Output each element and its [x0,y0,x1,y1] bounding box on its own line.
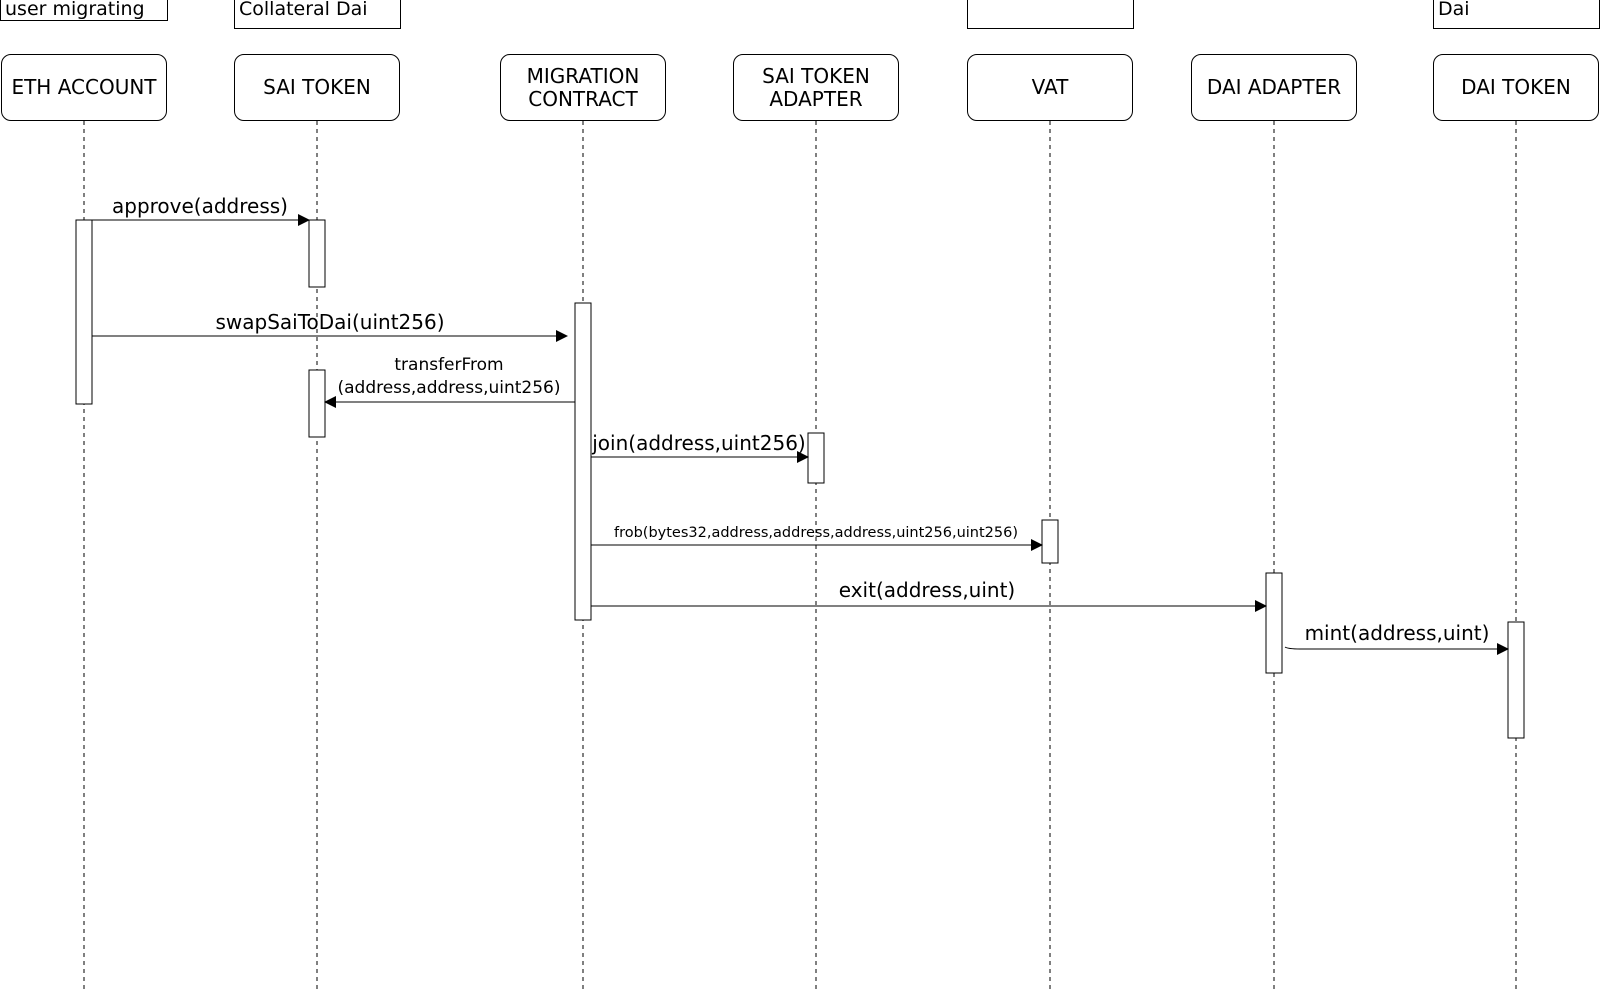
participant-dai-adapter: DAI ADAPTER [1191,54,1357,121]
note-sai-token: Collateral Dai [234,0,401,29]
arrow-mint [1284,643,1509,655]
participant-eth-account: ETH ACCOUNT [1,54,167,121]
note-dai-token: Dai [1433,0,1600,29]
messages [92,214,1509,655]
activation-vat [1041,519,1059,564]
participant-sai-token-adapter: SAI TOKEN ADAPTER [733,54,899,121]
note-vat [967,0,1134,29]
participant-dai-token: DAI TOKEN [1433,54,1599,121]
activation-eth-account [75,219,93,405]
message-label-frob: frob(bytes32,address,address,address,uin… [613,525,1019,541]
message-label-approve: approve(address) [112,194,288,218]
activation-sai-token-1 [308,219,326,288]
message-label-join: join(address,uint256) [592,431,806,455]
activation-dai-token [1507,621,1525,739]
activations [75,219,1525,739]
message-label-mint: mint(address,uint) [1304,621,1490,645]
activation-sai-token-2 [308,369,326,438]
message-label-swap-sai-to-dai: swapSaiToDai(uint256) [215,310,445,334]
activation-migration-contract [574,302,592,621]
participant-sai-token: SAI TOKEN [234,54,400,121]
participant-migration-contract: MIGRATION CONTRACT [500,54,666,121]
participant-vat: VAT [967,54,1133,121]
message-label-transfer-from: transferFrom (address,address,uint256) [337,355,561,398]
activation-sai-token-adapter [807,432,825,484]
lifelines [83,121,1517,991]
activation-dai-adapter [1265,572,1283,674]
message-label-exit: exit(address,uint) [838,578,1016,602]
note-eth-account: user migrating [0,0,168,21]
